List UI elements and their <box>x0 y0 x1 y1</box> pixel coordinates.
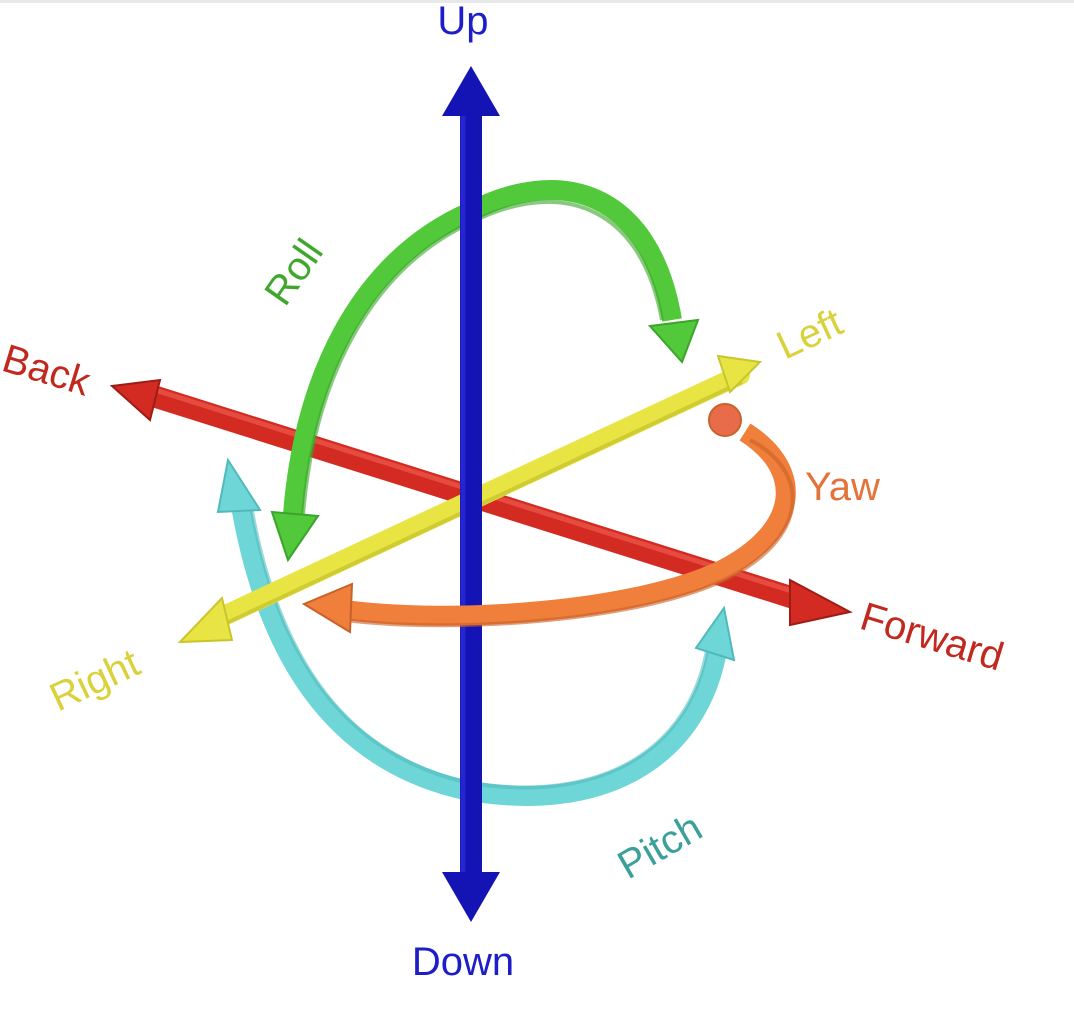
pitch-label: Pitch <box>611 805 710 888</box>
roll-arrowhead-right <box>647 318 700 364</box>
left-label: Left <box>770 300 849 368</box>
yaw-arrow-tail <box>708 403 742 437</box>
down-arrowhead <box>442 872 500 922</box>
yaw-arc <box>343 423 796 626</box>
yaw-arrowhead-left <box>301 582 354 634</box>
forward-label: Forward <box>855 595 1008 680</box>
yaw-arrow <box>301 403 796 634</box>
pitch-arrowhead-top <box>216 457 262 514</box>
up-arrowhead <box>442 66 500 116</box>
roll-label: Roll <box>256 231 332 313</box>
right-arrowhead <box>177 595 234 644</box>
up-down-axis <box>442 66 500 922</box>
top-divider <box>0 0 1074 3</box>
left-arrowhead <box>716 354 763 394</box>
yaw-label: Yaw <box>805 465 880 509</box>
forward-arrowhead <box>789 578 853 627</box>
yaw-arc-shade <box>344 438 795 628</box>
back-arrowhead <box>109 378 162 422</box>
down-label: Down <box>412 940 514 984</box>
roll-arrowhead-bottom <box>270 510 320 563</box>
up-label: Up <box>437 0 488 43</box>
back-label: Back <box>0 337 96 405</box>
pitch-arrowhead-right <box>694 605 736 662</box>
right-label: Right <box>43 641 146 720</box>
